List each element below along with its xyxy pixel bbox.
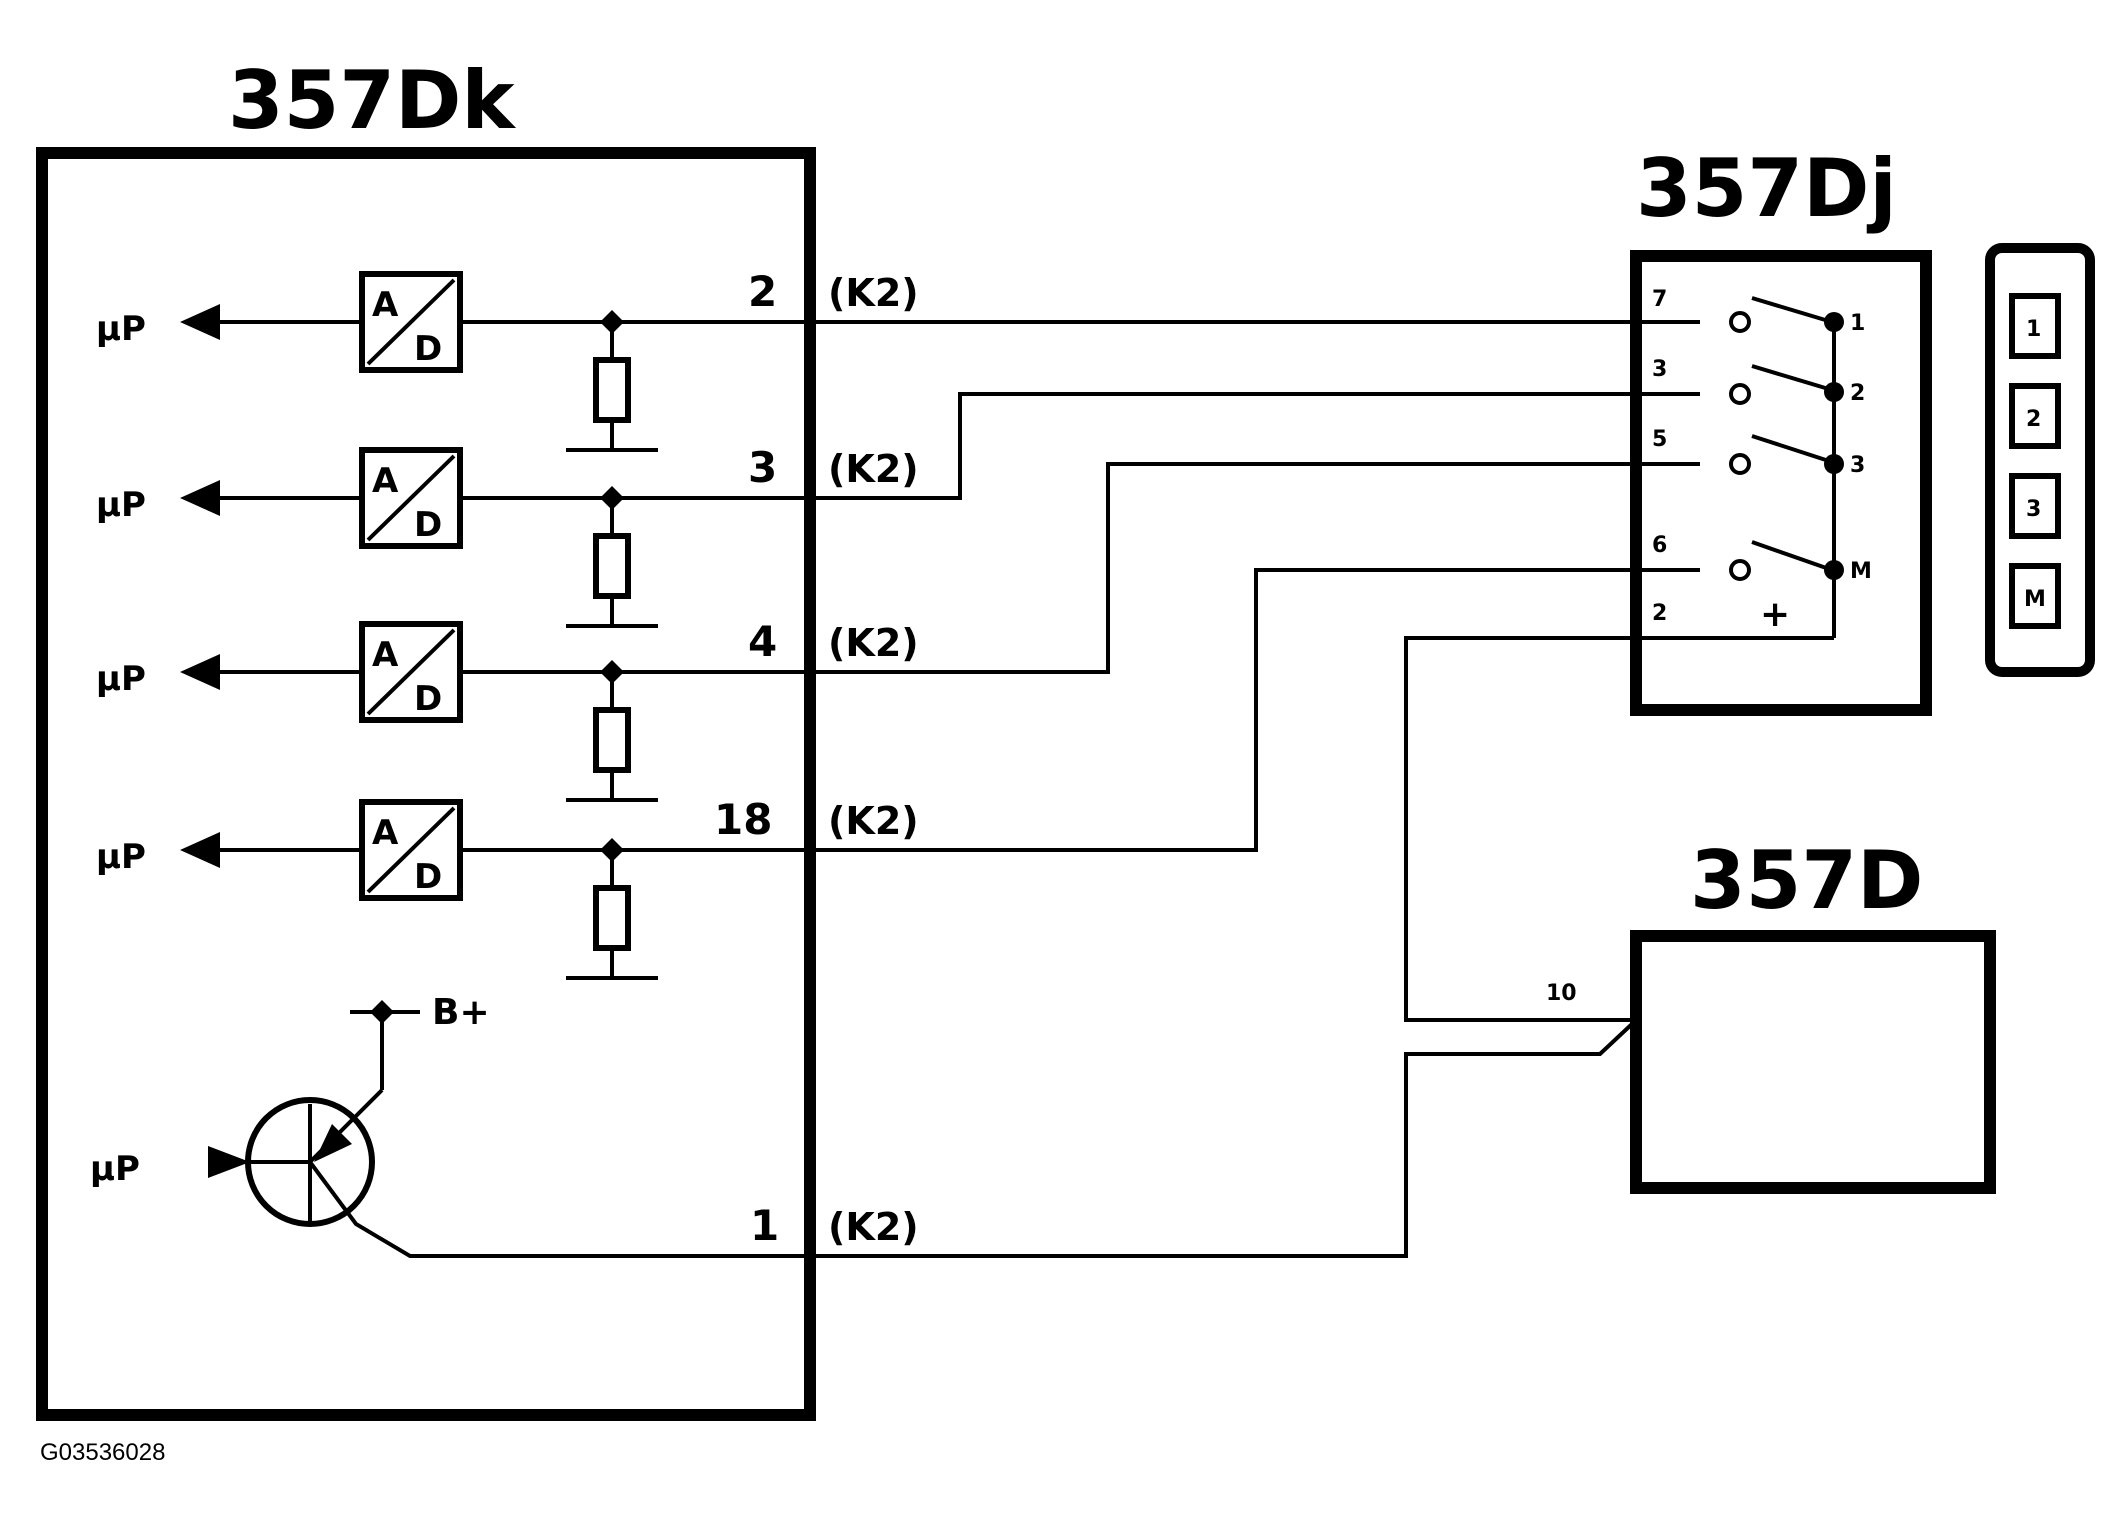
transistor-driver: µP B+ 1 (K2) (90, 992, 1634, 1258)
switch-contact (1751, 364, 1833, 392)
svg-text:M: M (1850, 559, 1872, 584)
pin-label: 4 (748, 617, 777, 666)
figure-code: G03536028 (40, 1439, 165, 1466)
microprocessor-label: µP (96, 309, 146, 349)
switch-box (1630, 250, 1932, 716)
component-box (1630, 930, 1996, 1194)
arrow-right-icon (208, 1146, 250, 1178)
switch-contact (1751, 540, 1833, 572)
switch-contact (1751, 434, 1833, 464)
svg-text:D: D (414, 857, 442, 897)
pin-label: 1 (750, 1201, 779, 1250)
svg-text:3: 3 (1652, 357, 1667, 382)
emitter-arrow-icon (314, 1124, 352, 1162)
control-unit-357dk: 357Dk (36, 54, 816, 1421)
svg-text:A: A (372, 635, 399, 675)
svg-text:2: 2 (1850, 381, 1865, 406)
arrow-left-icon (180, 304, 220, 340)
plus-symbol: + (1760, 594, 1790, 635)
control-unit-box (36, 147, 816, 1421)
junction-node (600, 838, 624, 862)
svg-text:3: 3 (1850, 453, 1865, 478)
svg-text:7: 7 (1652, 287, 1667, 312)
component-title: 357D (1690, 834, 1923, 927)
arrow-left-icon (180, 832, 220, 868)
connector-label: (K2) (828, 1205, 919, 1249)
svg-text:M: M (2024, 587, 2046, 612)
pin-label: 18 (714, 795, 772, 844)
switch-contact (1751, 296, 1833, 324)
input-channel-pin-18: µP A D 18 (K2) (96, 568, 1700, 980)
connector-label: (K2) (828, 447, 919, 491)
input-channel-pin-3: µP A D 3 (K2) (96, 392, 1700, 628)
selector-frame (1985, 243, 2095, 677)
svg-text:6: 6 (1652, 533, 1667, 558)
supply-label: B+ (432, 992, 490, 1033)
pin-label: 3 (748, 443, 777, 492)
resistor (593, 885, 631, 951)
svg-text:A: A (372, 285, 399, 325)
component-357d: 357D 10 (1546, 834, 1996, 1194)
selector-indicator: 1 2 3 M (1985, 243, 2095, 677)
junction-node (600, 486, 624, 510)
arrow-left-icon (180, 654, 220, 690)
resistor (593, 707, 631, 773)
arrow-left-icon (180, 480, 220, 516)
input-channel-pin-4: µP A D 4 (K2) (96, 462, 1700, 802)
svg-text:D: D (414, 329, 442, 369)
microprocessor-label: µP (96, 837, 146, 877)
resistor (593, 533, 631, 599)
svg-text:D: D (414, 679, 442, 719)
svg-text:A: A (372, 461, 399, 501)
junction-node (600, 660, 624, 684)
switch-357dj: 357Dj 7 3 5 6 2 1 2 3 M + (1404, 142, 1932, 1022)
svg-text:A: A (372, 813, 399, 853)
control-unit-title: 357Dk (228, 54, 516, 147)
svg-text:3: 3 (2026, 497, 2041, 522)
svg-text:2: 2 (2026, 407, 2041, 432)
input-channel-pin-2: µP A D 2 (K2) (96, 267, 1700, 452)
svg-text:2: 2 (1652, 601, 1667, 626)
junction-node (370, 1000, 394, 1024)
svg-text:D: D (414, 505, 442, 545)
switch-title: 357Dj (1636, 142, 1897, 235)
connector-label: (K2) (828, 621, 919, 665)
connector-label: (K2) (828, 799, 919, 843)
resistor (593, 357, 631, 423)
microprocessor-label: µP (96, 659, 146, 699)
svg-text:1: 1 (1850, 311, 1865, 336)
svg-text:1: 1 (2026, 317, 2041, 342)
microprocessor-label: µP (96, 485, 146, 525)
microprocessor-label: µP (90, 1149, 140, 1189)
pin-label: 2 (748, 267, 777, 316)
svg-text:5: 5 (1652, 427, 1667, 452)
connector-label: (K2) (828, 271, 919, 315)
pin-label: 10 (1546, 981, 1577, 1006)
junction-node (600, 310, 624, 334)
